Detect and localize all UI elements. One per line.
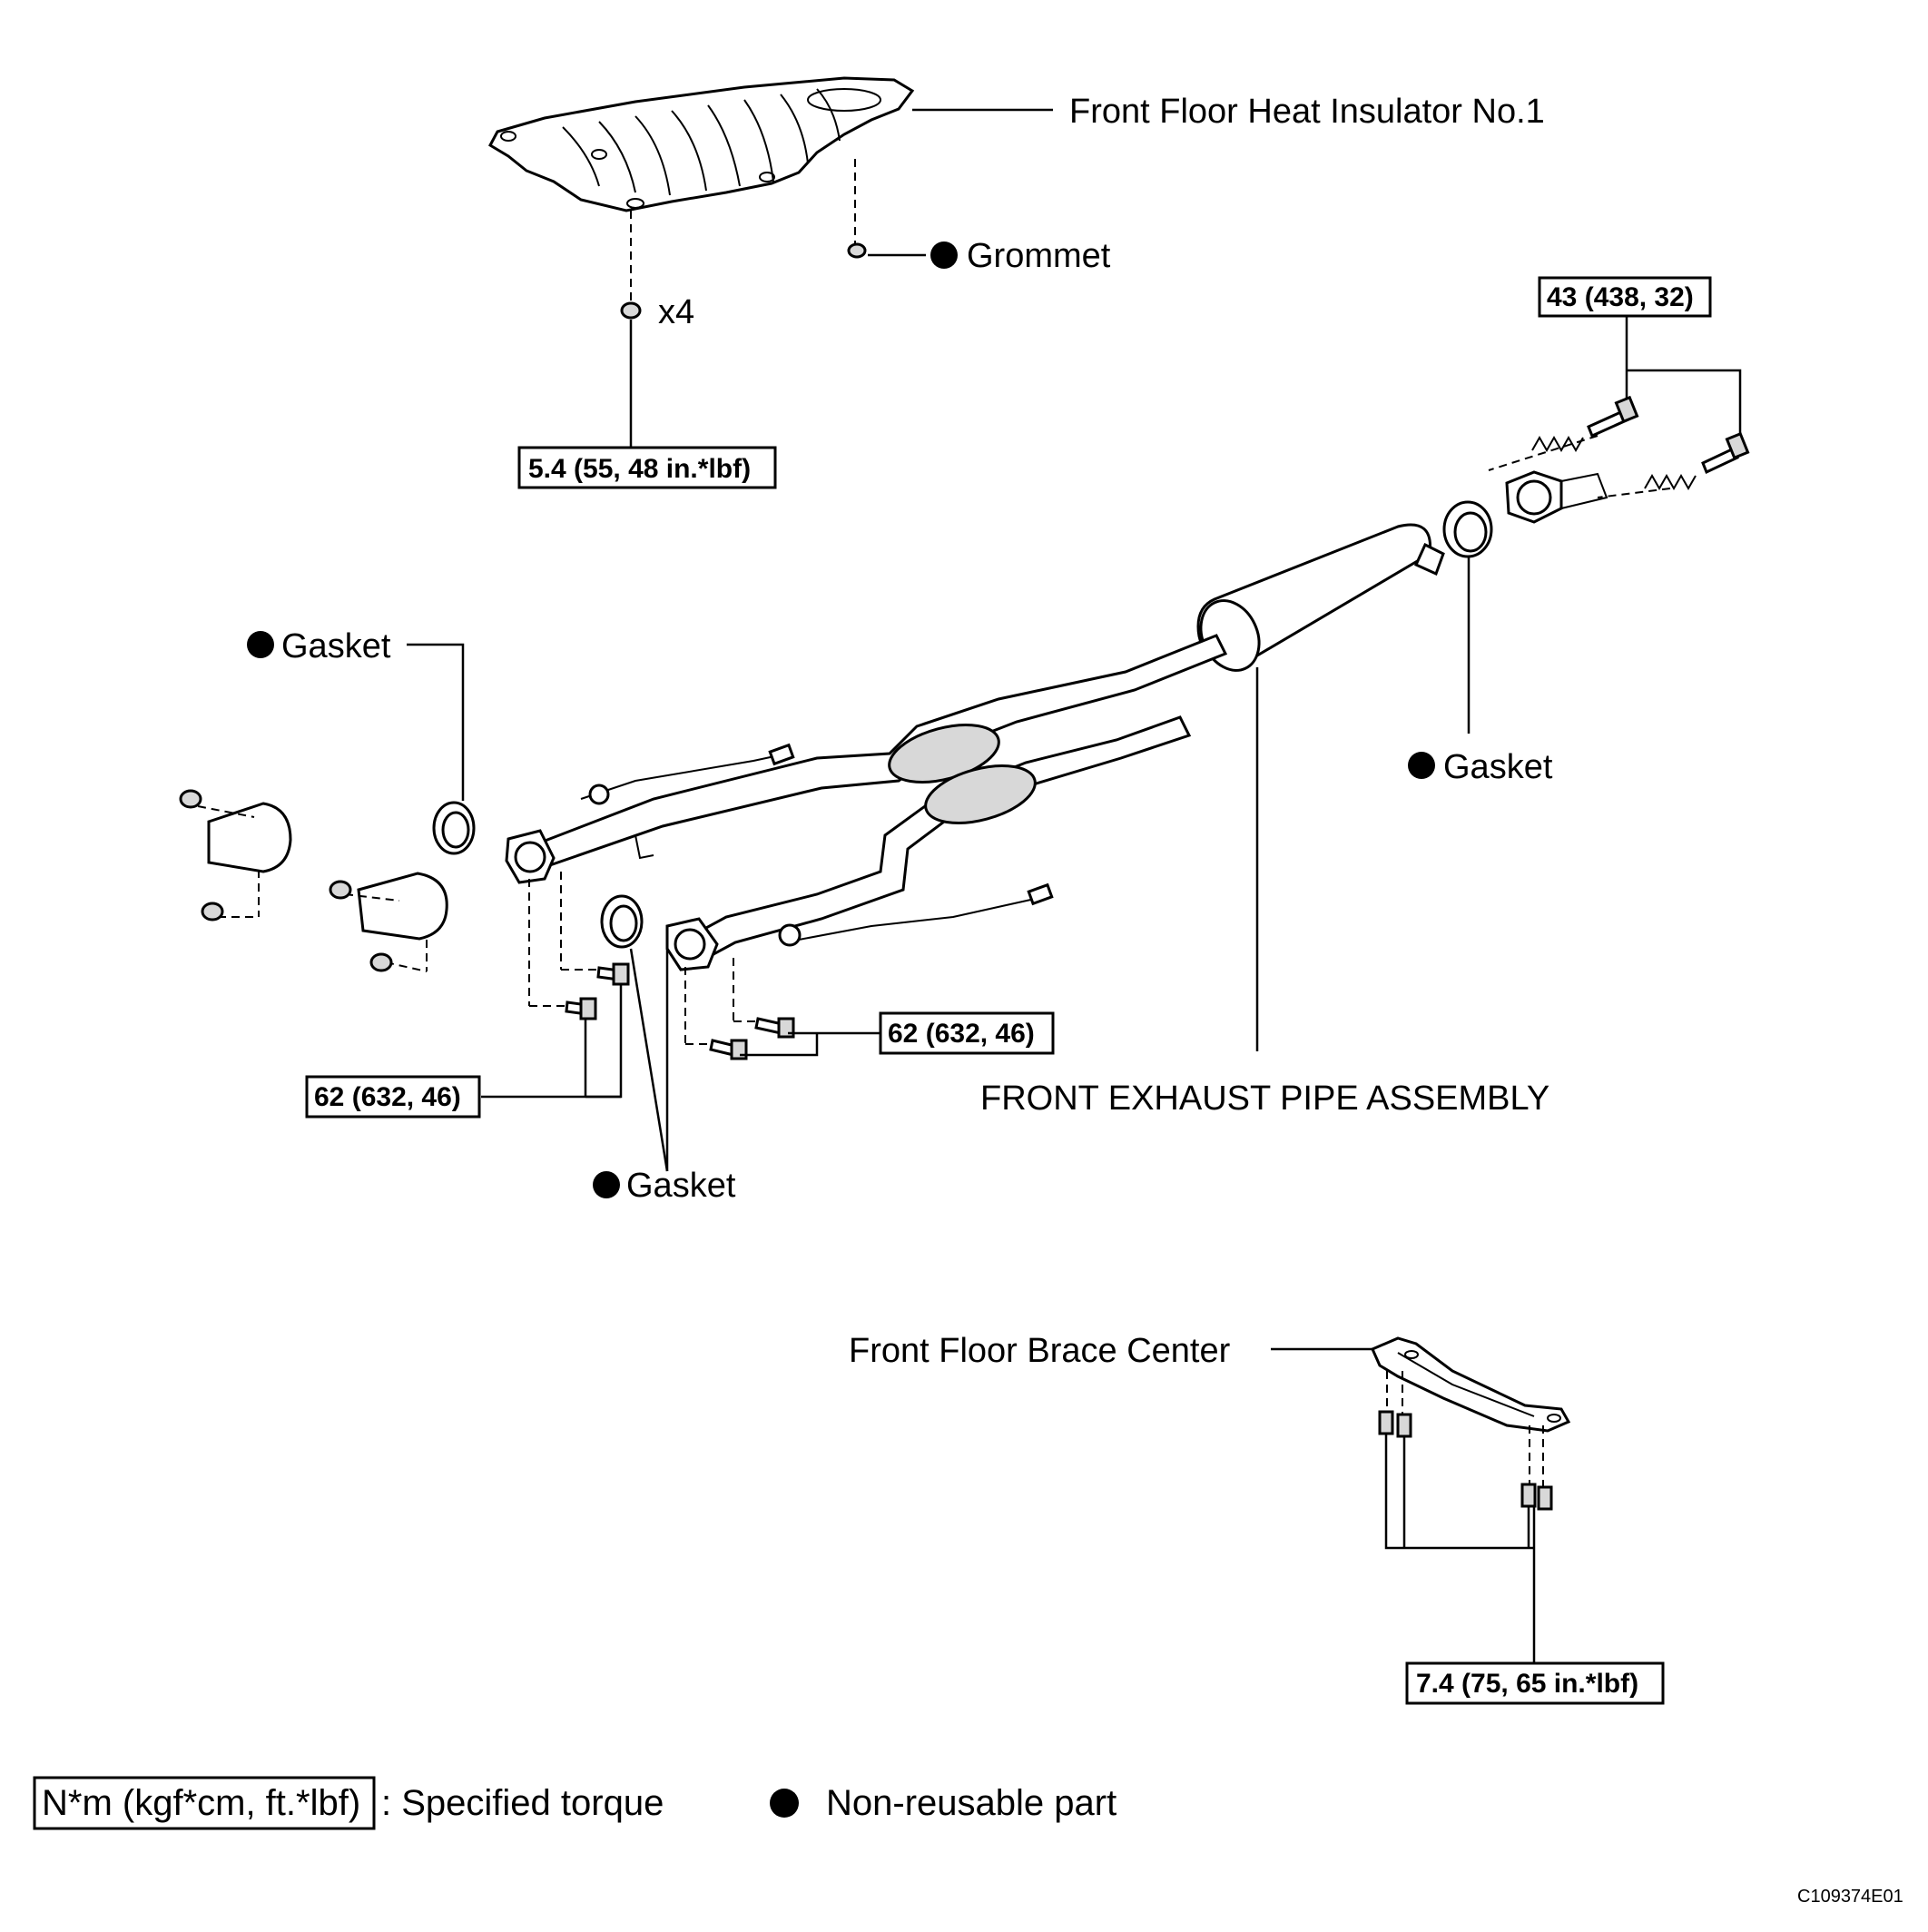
nonreusable-dot-icon xyxy=(593,1171,620,1198)
brace-torque: 7.4 (75, 65 in.*lbf) xyxy=(1416,1669,1638,1699)
nonreusable-dot-icon xyxy=(770,1789,799,1818)
bottom-gasket xyxy=(600,894,644,949)
figure-code: C109374E01 xyxy=(1797,1887,1903,1907)
exhaust-pipe-drawing xyxy=(505,523,1445,971)
nonreusable-dot-icon xyxy=(247,631,274,658)
rear-spring xyxy=(1531,435,1697,491)
insulator-torque-box xyxy=(517,446,777,489)
heat-insulator-drawing xyxy=(488,76,915,212)
exhaust-assembly-label: FRONT EXHAUST PIPE ASSEMBLY xyxy=(980,1079,1549,1118)
rear-torque: 43 (438, 32) xyxy=(1547,282,1694,312)
legend: N*m (kgf*cm, ft.*lbf) : Specified torque… xyxy=(33,1776,1116,1830)
gasket-left-label: Gasket xyxy=(281,627,391,665)
nonreusable-dot-icon xyxy=(1408,752,1435,779)
rear-gasket xyxy=(1442,500,1493,558)
right-torque: 62 (632, 46) xyxy=(888,1019,1035,1049)
x4-label: x4 xyxy=(658,293,694,331)
right-flange-bolts xyxy=(684,958,795,1060)
insulator-torque: 5.4 (55, 48 in.*lbf) xyxy=(528,454,751,484)
nonreusable-dot-icon xyxy=(930,242,958,269)
gasket-bottom-label: Gasket xyxy=(626,1167,736,1205)
rear-flange xyxy=(1505,470,1608,524)
heat-insulator-label: Front Floor Heat Insulator No.1 xyxy=(1069,93,1545,131)
left-torque: 62 (632, 46) xyxy=(314,1082,461,1112)
insulator-nut xyxy=(620,301,642,320)
legend-nonreusable-desc: Non-reusable part xyxy=(826,1783,1116,1823)
gasket-right-label: Gasket xyxy=(1443,748,1553,786)
grommet-label: Grommet xyxy=(967,237,1111,275)
left-flange-bolts xyxy=(528,872,630,1020)
manifold-stub xyxy=(179,789,448,972)
legend-torque-desc: : Specified torque xyxy=(381,1783,664,1823)
grommet-part xyxy=(847,242,867,259)
legend-torque-box xyxy=(33,1776,376,1830)
rear-bolt xyxy=(1587,395,1750,475)
brace-torque-box xyxy=(1405,1661,1665,1705)
right-torque-box xyxy=(879,1011,1055,1055)
brace-drawing xyxy=(1371,1336,1571,1511)
brace-center-label: Front Floor Brace Center xyxy=(849,1332,1231,1370)
legend-torque-units: N*m (kgf*cm, ft.*lbf) xyxy=(42,1783,360,1823)
left-torque-box xyxy=(305,1075,481,1119)
left-gasket xyxy=(432,801,476,855)
rear-torque-box xyxy=(1538,276,1712,318)
